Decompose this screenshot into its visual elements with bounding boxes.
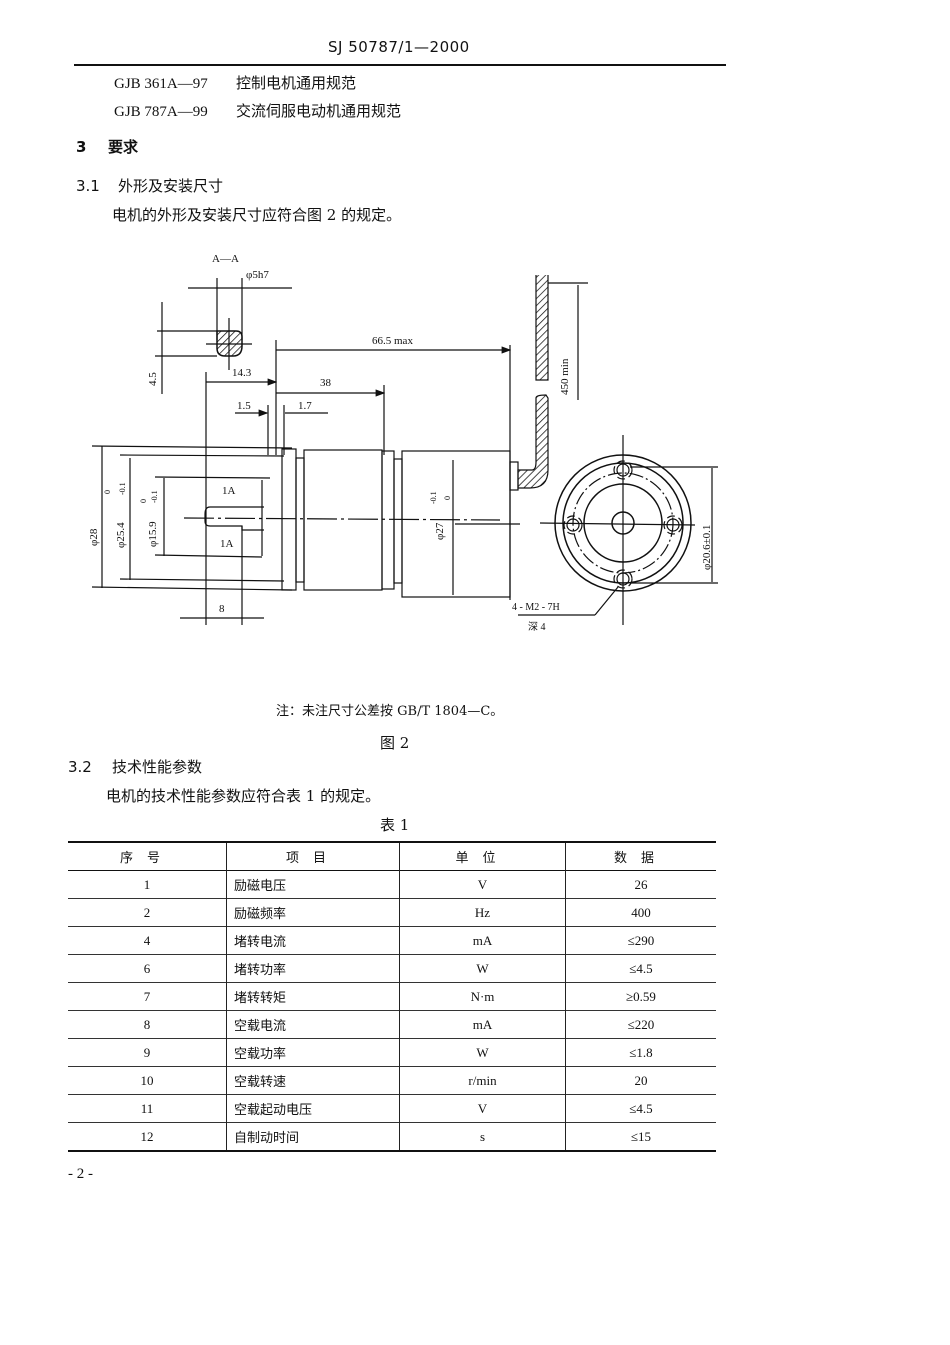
dim-dia-25-4-tol-upper: 0 bbox=[103, 490, 112, 494]
thread-depth: 深 4 bbox=[528, 621, 546, 633]
section-label: A—A bbox=[212, 253, 239, 265]
dim-dia-15-9: φ15.9 bbox=[147, 521, 159, 547]
dim-shaft-dia: φ5h7 bbox=[246, 269, 269, 281]
figure-caption: 图 2 bbox=[380, 734, 410, 752]
dim-1-7: 1.7 bbox=[298, 400, 312, 412]
dim-dia-15-9-tol-lower: -0.1 bbox=[150, 490, 159, 503]
page-number: - 2 - bbox=[68, 1166, 93, 1182]
section-3-2-body: 电机的技术性能参数应符合表 1 的规定。 bbox=[106, 787, 381, 805]
dim-lead-length: 450 min bbox=[559, 358, 571, 395]
reference-code: GJB 787A—99 bbox=[114, 104, 208, 120]
standard-code: SJ 50787/1—2000 bbox=[328, 38, 470, 56]
section-mark-top: 1A bbox=[222, 485, 236, 497]
table-caption: 表 1 bbox=[380, 816, 410, 834]
dim-dia-27-tol-upper: -0.1 bbox=[429, 491, 438, 504]
section-3-1-body: 电机的外形及安装尺寸应符合图 2 的规定。 bbox=[112, 206, 402, 224]
dim-dia-15-9-tol-upper: 0 bbox=[139, 499, 148, 503]
table-header-row: 序号 项目 单位 数据 bbox=[68, 842, 716, 871]
reference-title: 控制电机通用规范 bbox=[236, 74, 357, 92]
dim-dia-25-4: φ25.4 bbox=[115, 522, 127, 548]
dim-bolt-circle: φ20.6±0.1 bbox=[701, 525, 713, 570]
dim-dia-25-4-tol-lower: -0.1 bbox=[118, 482, 127, 495]
reference-title: 交流伺服电动机通用规范 bbox=[236, 102, 402, 120]
reference-item: GJB 361A—97 控制电机通用规范 bbox=[114, 72, 356, 93]
dim-overall-length: 66.5 max bbox=[372, 335, 413, 347]
header-data: 数据 bbox=[565, 842, 716, 871]
header-item: 项目 bbox=[226, 842, 400, 871]
dim-8: 8 bbox=[219, 603, 225, 615]
dim-flat: 4.5 bbox=[147, 372, 159, 386]
reference-code: GJB 361A—97 bbox=[114, 76, 208, 92]
dim-14-3: 14.3 bbox=[232, 367, 252, 379]
dim-1-5: 1.5 bbox=[237, 400, 251, 412]
header-no: 序号 bbox=[119, 850, 174, 865]
header-rule bbox=[74, 64, 726, 66]
section-mark-bottom: 1A bbox=[220, 538, 234, 550]
dim-dia-27-tol-lower: 0 bbox=[443, 496, 452, 500]
thread-spec: 4 - M2 - 7H bbox=[512, 602, 560, 613]
dim-dia-27: φ27 bbox=[434, 522, 446, 540]
figure-note: 注：未注尺寸公差按 GB/T 1804—C。 bbox=[276, 704, 504, 719]
header-unit: 单位 bbox=[399, 842, 566, 871]
figure-2-drawing: A—A φ5h7 4.5 66.5 max 14.3 38 1.5 1.7 bbox=[88, 253, 718, 633]
reference-item: GJB 787A—99 交流伺服电动机通用规范 bbox=[114, 100, 401, 121]
dim-dia-28: φ28 bbox=[88, 528, 100, 546]
dim-38: 38 bbox=[320, 377, 332, 389]
